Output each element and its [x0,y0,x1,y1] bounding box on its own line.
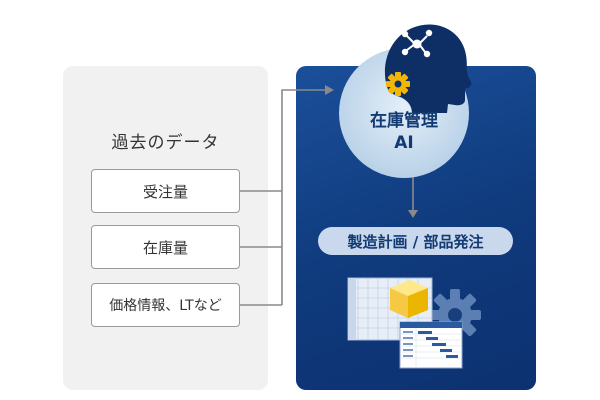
arrow-to-ai [325,85,334,95]
gantt-chart-sheet [399,321,463,369]
output-label: 製造計画 / 部品発注 [318,227,513,255]
ai-label-line2: AI [394,133,414,153]
cube-icon [390,280,428,318]
ai-label: 在庫管理 AI [339,110,469,154]
inventory-volume-box: 在庫量 [91,225,240,269]
ai-label-line1: 在庫管理 [370,111,438,131]
price-lt-box: 価格情報、LTなど [91,283,240,327]
arrow-to-output [408,210,418,218]
order-volume-box: 受注量 [91,169,240,213]
gear-icon [386,72,410,96]
historical-data-title: 過去のデータ [111,133,220,153]
